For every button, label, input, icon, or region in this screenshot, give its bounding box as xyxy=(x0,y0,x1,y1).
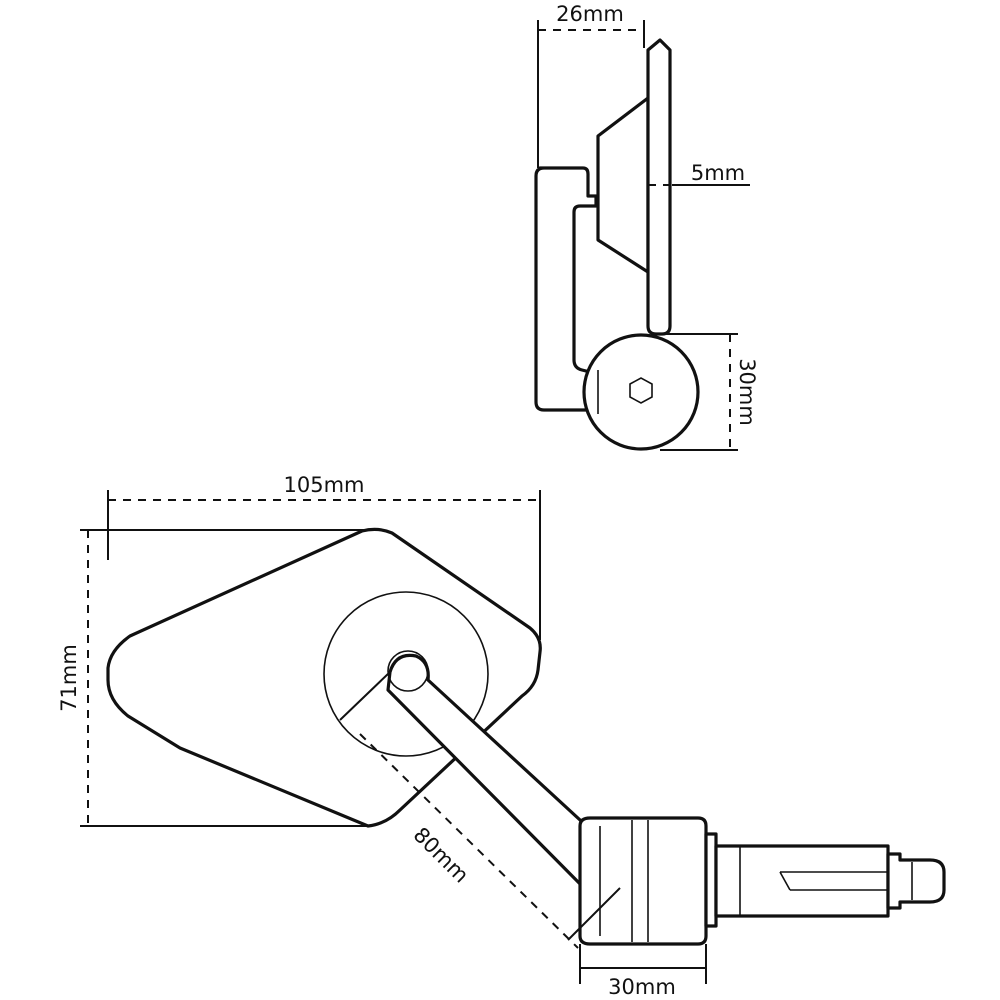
side-bracket xyxy=(534,166,598,412)
clamp-body xyxy=(578,816,708,946)
side-mirror-housing xyxy=(596,96,650,274)
side-view: 26mm 5mm 30mm xyxy=(534,2,759,451)
front-view: 105mm 71mm 80mm 30mm xyxy=(57,473,946,999)
side-depth-label: 26mm xyxy=(556,2,624,26)
side-clamp-circle xyxy=(582,333,700,451)
side-clamp-label: 30mm xyxy=(735,358,759,426)
front-width-label: 105mm xyxy=(284,473,365,497)
side-mirror-plate xyxy=(646,38,672,336)
side-plate-label: 5mm xyxy=(691,161,745,185)
arm-length-label: 80mm xyxy=(409,823,474,888)
bar-end-plug xyxy=(714,844,890,918)
front-height-label: 71mm xyxy=(57,644,81,712)
expander-nut xyxy=(886,852,946,910)
bar-end-insert xyxy=(704,832,718,928)
hex-socket-icon xyxy=(629,377,653,404)
clamp-width-label: 30mm xyxy=(608,975,676,999)
mirror-mount-circle xyxy=(323,591,489,757)
